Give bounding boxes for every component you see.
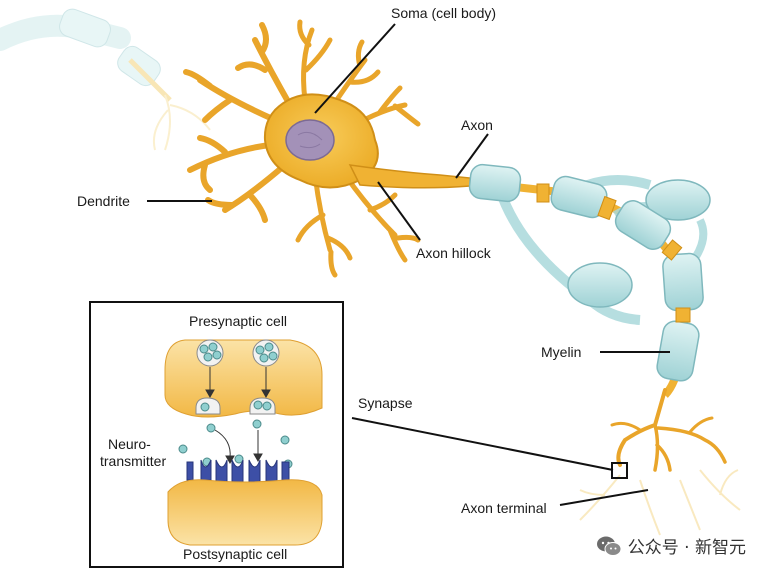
vesicle-cluster-2 — [252, 339, 280, 367]
label-myelin: Myelin — [541, 344, 582, 360]
label-axon-terminal: Axon terminal — [461, 500, 547, 516]
faded-postsynaptic-dendrites — [579, 469, 741, 536]
vesicle-arrows — [205, 367, 271, 399]
upstream-axon — [0, 8, 211, 151]
receptors — [186, 459, 290, 483]
myelin-sheath-4 — [662, 252, 704, 312]
label-neurotransmitter-line2: transmitter — [100, 453, 167, 469]
label-presynaptic-cell: Presynaptic cell — [189, 313, 288, 329]
watermark-text: 公众号 · 新智元 — [627, 538, 746, 558]
label-neurotransmitter-line1: Neuro- — [108, 436, 151, 452]
label-axon: Axon — [461, 117, 493, 133]
myelinated-axon — [468, 163, 711, 398]
label-synapse: Synapse — [358, 395, 413, 411]
myelin-sheath-3 — [614, 200, 672, 250]
nucleus — [285, 119, 335, 161]
label-axon-hillock: Axon hillock — [416, 245, 491, 261]
label-postsynaptic-cell: Postsynaptic cell — [183, 546, 288, 562]
axon-hillock — [348, 164, 471, 189]
leader-lines — [147, 23, 670, 506]
label-neurotransmitter: Neuro- transmitter — [100, 436, 166, 470]
release-arrows — [214, 429, 263, 465]
label-dendrite: Dendrite — [77, 193, 130, 209]
label-soma: Soma (cell body) — [391, 5, 497, 21]
myelin-sheath-1 — [468, 163, 522, 203]
dendrites — [183, 19, 421, 278]
postsynaptic-terminal — [167, 479, 323, 546]
wechat-logo-icon — [596, 535, 622, 557]
watermark: 公众号 · 新智元 — [596, 533, 746, 558]
presynaptic-terminal — [164, 339, 323, 418]
fusing-vesicles — [195, 397, 276, 415]
axon-terminals — [610, 388, 727, 472]
vesicle-cluster-1 — [196, 339, 224, 367]
